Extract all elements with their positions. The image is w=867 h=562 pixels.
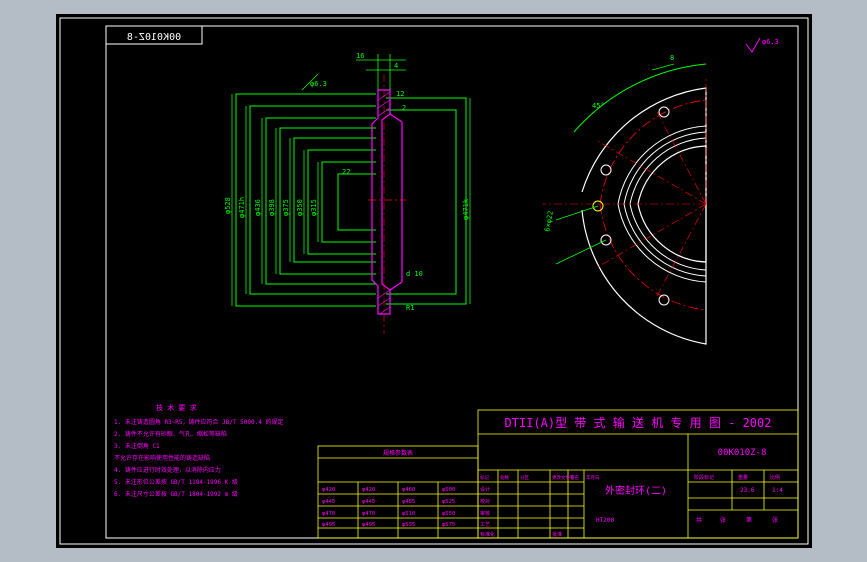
parameter-table: 规格参数表 φ420 φ420 φ460 φ500 φ445 φ445 φ485 φ525 φ4… xyxy=(317,445,479,539)
table-cell: φ460 xyxy=(402,487,415,493)
code-box-top-left: 00K010Z-8 xyxy=(105,25,203,45)
tech-line-3: 3. 未注倒角 C1 xyxy=(114,442,160,450)
tech-heading: 技 术 要 求 xyxy=(156,403,197,412)
title-block-header: 年月日 xyxy=(586,474,600,481)
table-cell: φ470 xyxy=(322,511,335,517)
title-block-header: 更改文件号 xyxy=(552,474,575,481)
dim-d10: d 10 xyxy=(406,270,423,278)
title-main: DTII(A)型 带 式 输 送 机 专 用 图 - 2002 xyxy=(505,415,772,430)
table-cell: φ495 xyxy=(362,522,375,528)
sheet-no-label: 第 xyxy=(746,516,752,524)
table-cell: φ470 xyxy=(362,511,375,517)
outer-frame xyxy=(59,17,809,545)
title-block-header: 分区 xyxy=(520,474,529,481)
drawing-code: 00K010Z-8 xyxy=(718,448,767,458)
tech-requirements: 技 术 要 求 1. 未注铸造圆角 R3~R5，铸件应符合 JB/T 5000.… xyxy=(114,403,283,498)
sheet-total-label: 共 xyxy=(696,516,702,524)
roughness-symbol: φ6.3 xyxy=(745,37,779,53)
role-label: 批准 xyxy=(552,531,562,538)
dim-phi471h: φ471h xyxy=(238,197,246,218)
dim-8: 8 xyxy=(670,54,674,62)
table-cell: φ420 xyxy=(362,487,375,493)
table-cell: φ500 xyxy=(442,487,455,493)
title-block-header: 处数 xyxy=(500,474,509,481)
material: HT200 xyxy=(596,517,614,524)
section-view: φ528 φ471h φ436 φ398 φ375 φ350 φ315 φ471… xyxy=(224,52,471,334)
tech-line-5: 4. 铸件应进行时效处理，以消除内应力 xyxy=(114,466,221,474)
stage-label: 阶段标记 xyxy=(694,474,714,481)
hole-highlight xyxy=(592,200,604,212)
table-cell: φ525 xyxy=(442,499,455,505)
table-cell: φ510 xyxy=(402,511,415,517)
tech-line-2: 2. 铸件不允许有砂眼、气孔、缩松等缺陷 xyxy=(114,430,227,438)
dim-top-4: 4 xyxy=(394,62,398,70)
sheet-total-unit: 张 xyxy=(720,516,726,524)
tech-line-4: 不允许存在影响使用性能的铸造缺陷 xyxy=(114,454,210,462)
front-view: 6×φ22 45° 8 xyxy=(542,54,707,345)
title-block: DTII(A)型 带 式 输 送 机 专 用 图 - 2002 00K010Z-… xyxy=(477,409,799,539)
table-cell: φ445 xyxy=(322,499,335,505)
dim-phi436: φ436 xyxy=(254,199,262,216)
tech-line-7: 6. 未注尺寸公差按 GB/T 1804-1992 m 级 xyxy=(114,490,238,498)
table-cell: φ485 xyxy=(402,499,415,505)
dim-top-16: 16 xyxy=(356,52,364,60)
table-cell: φ535 xyxy=(402,522,415,528)
table-cell: φ550 xyxy=(442,511,455,517)
table-cell: φ420 xyxy=(322,487,335,493)
scale-label: 比例 xyxy=(770,474,780,481)
dim-phi315: φ315 xyxy=(310,199,318,216)
drawing-sheet: 00K010Z-8 φ6.3 xyxy=(56,14,812,548)
table-cell: φ575 xyxy=(442,522,455,528)
scale-value: 1:4 xyxy=(772,487,783,494)
dim-phi350: φ350 xyxy=(296,199,304,216)
dim-top-12: 12 xyxy=(396,90,404,98)
tech-line-1: 1. 未注铸造圆角 R3~R5，铸件应符合 JB/T 5000.4 的规定 xyxy=(114,418,283,426)
dim-phi375: φ375 xyxy=(282,199,290,216)
role-label: 审核 xyxy=(480,510,490,517)
role-label: 校对 xyxy=(480,498,490,505)
weight-value: 23.6 xyxy=(740,487,755,494)
part-name: 外密封环(二) xyxy=(605,484,667,497)
dim-45deg: 45° xyxy=(592,102,605,110)
dim-6xphi22: 6×φ22 xyxy=(543,210,555,232)
role-label: 标准化 xyxy=(480,531,495,538)
dim-22: 22 xyxy=(342,168,350,176)
table-title: 规格参数表 xyxy=(383,449,413,457)
role-label: 工艺 xyxy=(480,522,490,528)
role-label: 设计 xyxy=(480,486,490,493)
dim-phi398: φ398 xyxy=(268,199,276,216)
roughness-value: φ6.3 xyxy=(762,38,779,46)
table-cell: φ445 xyxy=(362,499,375,505)
dim-top-2: 2 xyxy=(402,104,406,112)
dim-phi528: φ528 xyxy=(224,197,232,214)
tech-line-6: 5. 未注形位公差按 GB/T 1184-1996 K 级 xyxy=(114,478,238,486)
table-cell: φ495 xyxy=(322,522,335,528)
weight-label: 重量 xyxy=(738,474,748,481)
title-block-header: 标记 xyxy=(480,474,489,481)
sheet-no-unit: 张 xyxy=(772,516,778,524)
mirrored-drawing-code: 00K010Z-8 xyxy=(127,32,181,43)
dim-r1: R1 xyxy=(406,304,414,312)
dim-phi471k: φ471k xyxy=(462,198,470,220)
title-block-header: 签名 xyxy=(570,474,579,481)
dim-roughness-left: φ6.3 xyxy=(310,80,327,88)
